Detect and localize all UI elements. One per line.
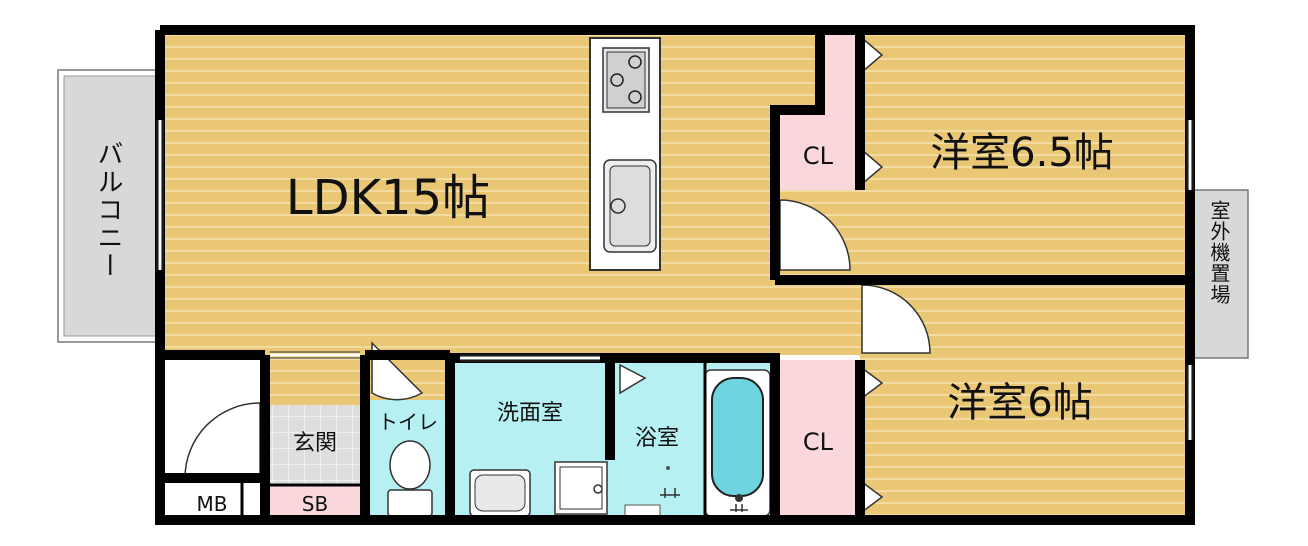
room-label-toilet: トイレ [378,410,438,434]
toilet-icon [387,440,433,517]
stove-icon [602,47,650,113]
meterbox-label: MB [197,492,228,516]
outdoor-unit-label: 室外機置場 [1207,200,1231,305]
windows [158,120,1192,440]
room-label-western-2: 洋室6帖 [947,380,1092,426]
faucet-icon [624,466,680,517]
window-frames [156,120,1194,440]
balcony [57,69,163,343]
shoebox-label: SB [302,492,328,516]
room-label-bathroom: 浴室 [635,426,679,451]
closet-label-1: CL [803,142,834,170]
room-label-washroom: 洗面室 [497,401,563,426]
thin-walls [240,360,707,520]
closet-label-2: CL [803,428,834,456]
washbasin-icon [469,469,531,517]
sliding-doors [619,36,884,514]
room-label-western-1: 洋室6.5帖 [930,130,1114,176]
kitchen-counter [589,37,661,271]
room-label-ldk: LDK15帖 [286,170,490,226]
bathtub-icon [704,369,771,517]
washing-machine-pan-icon [554,461,608,515]
sink-icon [603,159,657,253]
doors [184,199,931,479]
balcony-label: バルコニー [93,140,123,280]
outdoor-unit-area [1189,189,1249,359]
room-label-entrance: 玄関 [293,431,337,456]
